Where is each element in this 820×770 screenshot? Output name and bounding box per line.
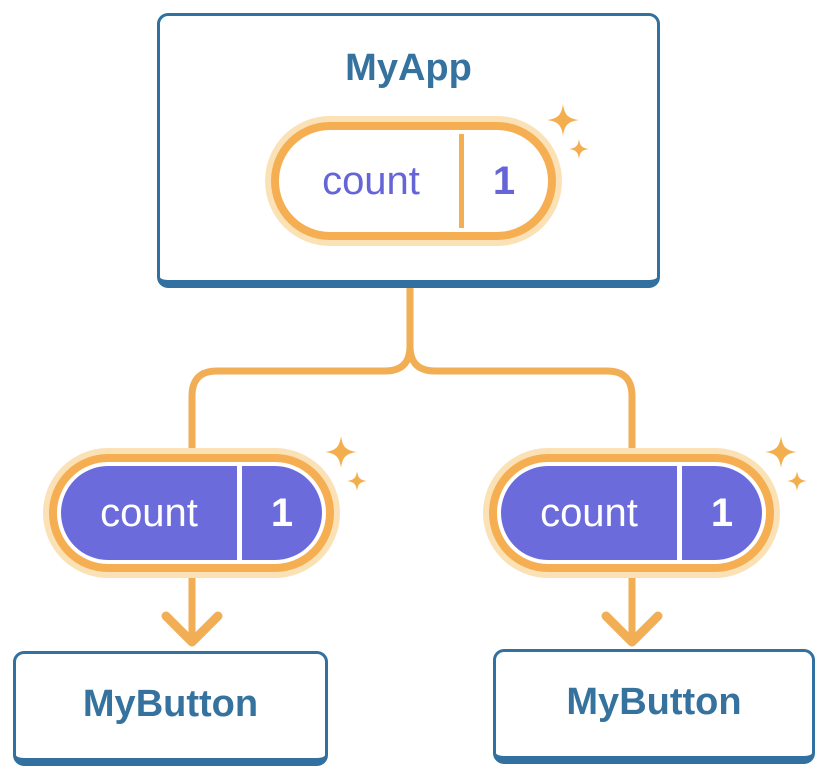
pill-key-label: count — [540, 490, 638, 535]
pill-value: 1 — [270, 490, 294, 535]
arrow-down-icon — [161, 611, 223, 647]
pill-ring: count 1 — [49, 454, 334, 572]
pill-body: count 1 — [61, 466, 322, 560]
state-pill-left: count 1 — [43, 436, 367, 578]
pill-divider — [677, 466, 682, 560]
pill-key-label: count — [322, 158, 420, 203]
pill-key-label: count — [100, 490, 198, 535]
state-pill-right: count 1 — [483, 436, 807, 578]
sparkle-icon — [765, 436, 807, 491]
pill-divider — [237, 466, 242, 560]
node-title: MyButton — [82, 683, 259, 725]
component-node-mybutton-left: MyButton — [13, 651, 328, 766]
component-node-myapp: MyApp count 1 — [157, 13, 660, 288]
pill-body: count 1 — [501, 466, 762, 560]
pill-body: count 1 — [283, 134, 544, 228]
pill-value: 1 — [492, 158, 516, 203]
sparkle-icon — [325, 436, 367, 491]
sparkle-icon — [547, 104, 589, 159]
node-title: MyButton — [566, 681, 742, 723]
pill-ring: count 1 — [489, 454, 774, 572]
state-pill-root: count 1 — [265, 104, 589, 246]
arrow-down-icon — [601, 611, 663, 647]
pill-divider — [459, 134, 464, 228]
pill-value: 1 — [710, 490, 734, 535]
component-node-mybutton-right: MyButton — [493, 649, 815, 764]
branch-right-line — [406, 342, 636, 644]
pill-ring: count 1 — [271, 122, 556, 240]
node-title: MyApp — [345, 47, 472, 89]
branch-left-line — [188, 342, 414, 644]
